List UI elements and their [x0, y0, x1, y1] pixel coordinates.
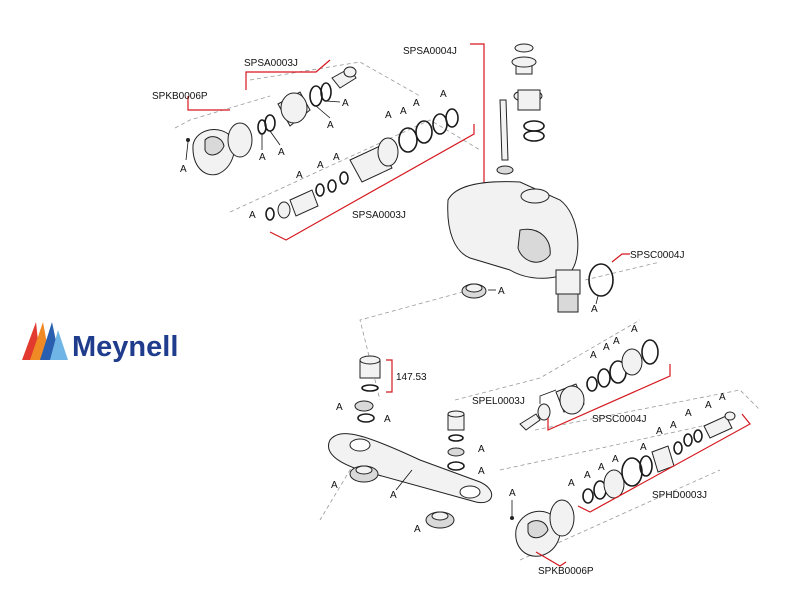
label-elbow: SPEL0003J: [472, 396, 525, 407]
callout-a: A: [414, 524, 421, 535]
callout-a: A: [584, 470, 591, 481]
callout-a: A: [327, 120, 334, 131]
tap-body: [447, 181, 581, 313]
cartridge-assembly-top: SPSA0003J A A A A: [244, 58, 357, 163]
diverter-spindle-stack: SPSA0004J: [403, 43, 545, 194]
callout-a: A: [670, 420, 677, 431]
label-cartridge-top: SPSA0003J: [244, 58, 298, 69]
callout-a: A: [390, 490, 397, 501]
callout-a: A: [180, 164, 187, 175]
callout-a: A: [640, 442, 647, 453]
callout-a: A: [509, 488, 516, 499]
callout-a: A: [385, 110, 392, 121]
handle-assembly-top: A SPKB0006P: [152, 91, 253, 176]
callout-a: A: [613, 336, 620, 347]
callout-a: A: [685, 408, 692, 419]
callout-a: A: [591, 304, 598, 315]
inlet-stack: A A: [447, 410, 485, 477]
callout-a: A: [705, 400, 712, 411]
callout-a: A: [603, 342, 610, 353]
elbow-assembly: SPEL0003J: [472, 383, 585, 431]
seat-assembly: SPSC0004J A A A A: [547, 324, 671, 431]
label-cartridge-lower: SPSA0003J: [352, 210, 406, 221]
label-seat-right: SPSC0004J: [592, 414, 646, 425]
callout-a: A: [249, 210, 256, 221]
handle-assembly-bottom: A SPKB0006P: [509, 488, 594, 577]
callout-a: A: [590, 350, 597, 361]
mounting-plate-assembly: A A A A A: [328, 400, 492, 535]
callout-a: A: [498, 286, 505, 297]
callout-a: A: [631, 324, 638, 335]
callout-a: A: [656, 426, 663, 437]
meynell-logo-mark-icon: [22, 322, 68, 360]
callout-a: A: [440, 89, 447, 100]
callout-a: A: [478, 444, 485, 455]
label-handle-bottom: SPKB0006P: [538, 566, 594, 577]
callout-a: A: [719, 392, 726, 403]
valve-kit-147-53: 147.53: [359, 355, 427, 393]
callout-a: A: [317, 160, 324, 171]
callout-a: A: [478, 466, 485, 477]
callout-a: A: [336, 402, 343, 413]
callout-a: A: [259, 152, 266, 163]
callout-a: A: [342, 98, 349, 109]
callout-a: A: [413, 98, 420, 109]
callout-a: A: [400, 106, 407, 117]
diverter-assembly: SPHD0003J A A A A A A A A A A: [568, 392, 751, 513]
spindle-assembly-left: SPSA0003J A A A A A A A A: [249, 89, 475, 241]
label-washer-right: SPSC0004J: [630, 250, 684, 261]
callout-a: A: [598, 462, 605, 473]
logo-wordmark: Meynell: [72, 331, 178, 363]
spout-ring-assembly: SPSC0004J A: [588, 250, 684, 315]
callout-a: A: [296, 170, 303, 181]
label-spindle-top: SPSA0004J: [403, 46, 457, 57]
callout-a: A: [331, 480, 338, 491]
callout-a: A: [278, 147, 285, 158]
label-kit-147: 147.53: [396, 372, 427, 383]
callout-a: A: [568, 478, 575, 489]
label-handle-top: SPKB0006P: [152, 91, 208, 102]
body-washer: A: [461, 283, 505, 299]
callout-a: A: [384, 414, 391, 425]
callout-a: A: [333, 152, 340, 163]
label-diverter: SPHD0003J: [652, 490, 707, 501]
callout-a: A: [612, 454, 619, 465]
meynell-logo: Meynell: [22, 322, 178, 363]
